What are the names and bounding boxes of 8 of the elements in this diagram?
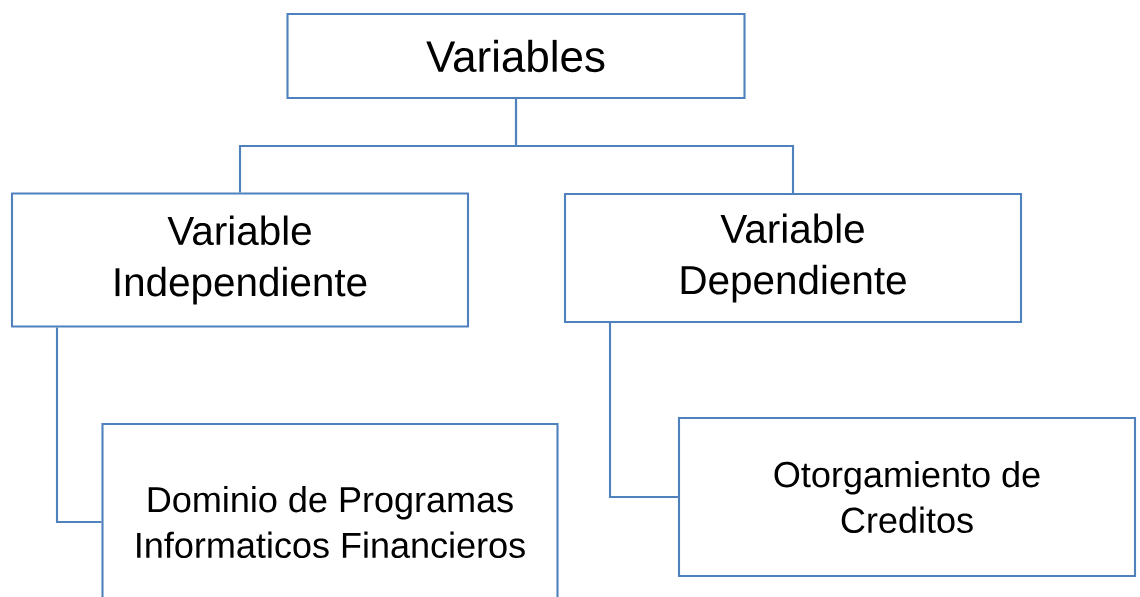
- box: Variable Dependiente: [563, 192, 1023, 324]
- connector-line: [514, 99, 795, 193]
- connector-line: [55, 327, 102, 524]
- box: Dominio de Programas Informaticos Financieros: [101, 422, 559, 597]
- box: Otorgamiento de Creditos: [677, 416, 1137, 578]
- box: Variable Independiente: [10, 192, 470, 328]
- box: Variables: [286, 12, 746, 100]
- connector-line: [608, 323, 678, 499]
